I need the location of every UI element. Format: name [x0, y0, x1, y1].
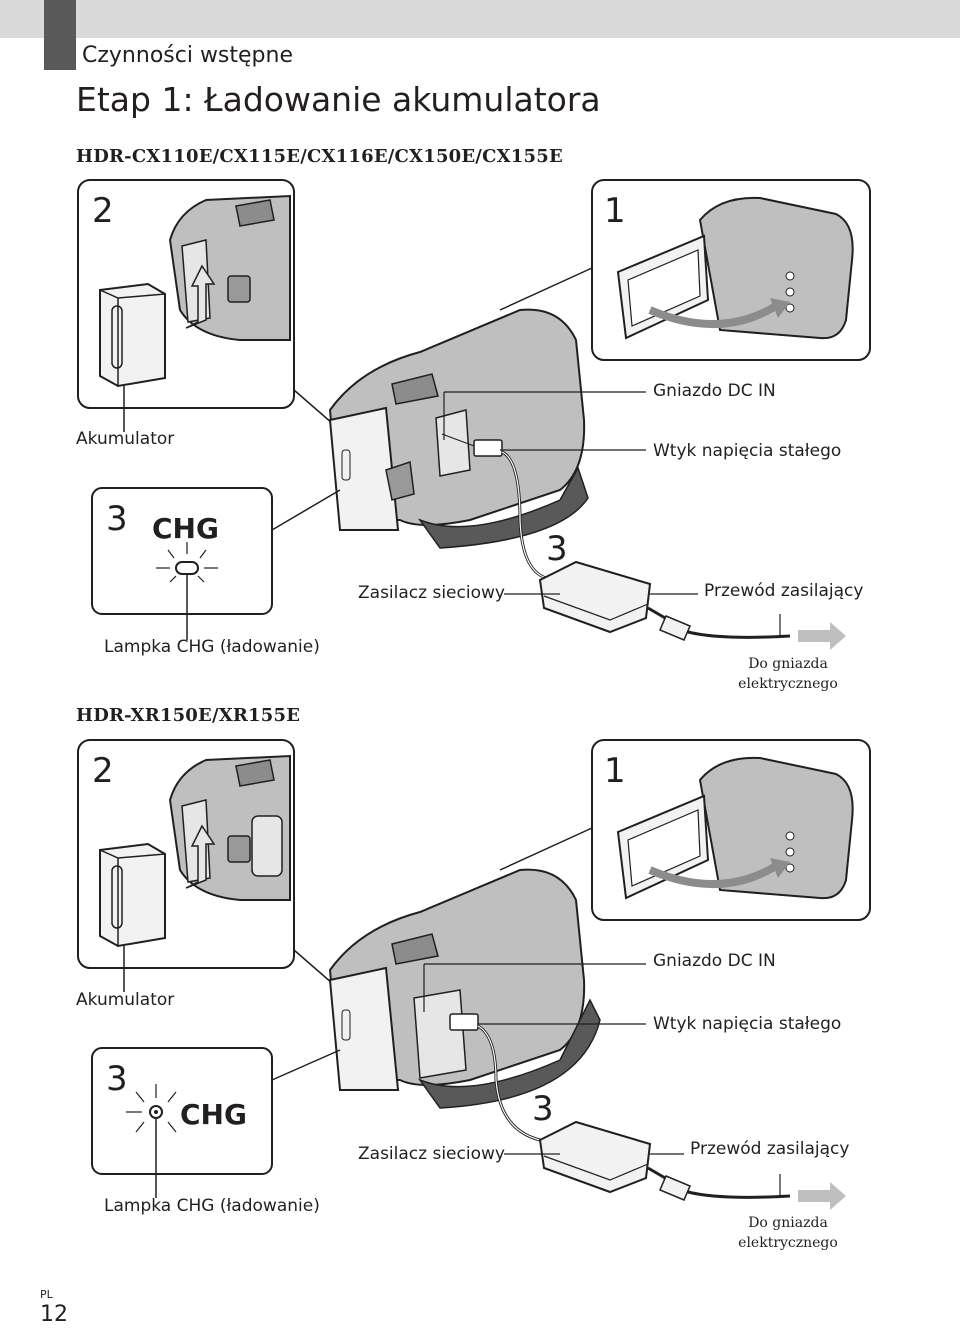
label-outlet-line2: elektrycznego	[738, 676, 838, 692]
label-outlet-line1: Do gniazda	[748, 656, 828, 672]
outlet-arrow-icon-b	[798, 1182, 846, 1210]
label-chg-lamp-b: Lampka CHG (ładowanie)	[104, 1196, 320, 1216]
label-dc-in-b: Gniazdo DC IN	[653, 951, 776, 971]
label-battery-b: Akumulator	[76, 990, 175, 1010]
camcorder-side-icon	[168, 194, 291, 341]
callout-box-chg	[91, 487, 273, 615]
step-number-1: 1	[604, 191, 626, 231]
chg-text: CHG	[152, 512, 219, 545]
camcorder-side-icon-b	[168, 754, 291, 901]
leader-callout1	[499, 267, 593, 311]
label-outlet-b-line2: elektrycznego	[738, 1235, 838, 1251]
ac-adapter-icon	[538, 560, 652, 634]
section-title: Czynności wstępne	[82, 43, 293, 68]
label-adapter-b: Zasilacz sieciowy	[358, 1144, 505, 1164]
label-cord: Przewód zasilający	[704, 581, 864, 601]
camcorder-main-icon	[328, 308, 589, 549]
camcorder-open-lcd-icon	[616, 196, 854, 340]
label-battery: Akumulator	[76, 429, 175, 449]
model-heading-b: HDR-XR150E/XR155E	[76, 705, 301, 726]
mains-plug-icon	[659, 615, 691, 641]
step-number-3-chg-b: 3	[106, 1059, 128, 1099]
leader-callout3	[271, 489, 341, 531]
dc-plug-icon	[473, 439, 503, 457]
page-title: Etap 1: Ładowanie akumulatora	[76, 80, 601, 119]
label-dc-plug: Wtyk napięcia stałego	[653, 441, 842, 461]
insert-arrow-icon	[185, 264, 216, 329]
camcorder-main-icon-b	[328, 868, 601, 1109]
label-outlet-b-line1: Do gniazda	[748, 1215, 828, 1231]
label-adapter: Zasilacz sieciowy	[358, 583, 505, 603]
chg-text-b: CHG	[180, 1098, 247, 1131]
dc-plug-icon-b	[449, 1013, 479, 1031]
section-marker	[44, 38, 76, 70]
step-number-2: 2	[92, 191, 114, 231]
label-outlet: Do gniazda elektrycznego	[732, 654, 844, 694]
label-cord-b: Przewód zasilający	[690, 1139, 850, 1159]
top-bar	[0, 0, 960, 38]
label-dc-in: Gniazdo DC IN	[653, 381, 776, 401]
step-number-3-adapter: 3	[546, 529, 568, 569]
label-outlet-b: Do gniazda elektrycznego	[732, 1213, 844, 1253]
mains-plug-icon-b	[659, 1175, 691, 1201]
outlet-arrow-icon	[798, 622, 846, 650]
battery-icon	[99, 282, 166, 388]
callout-box-chg-b	[91, 1047, 273, 1175]
page-number: 12	[40, 1302, 68, 1327]
step-number-3-chg: 3	[106, 499, 128, 539]
chg-lamp-icon-b	[126, 1084, 177, 1133]
language-code: PL	[40, 1288, 53, 1301]
step-number-3-adapter-b: 3	[532, 1089, 554, 1129]
step-number-1-b: 1	[604, 751, 626, 791]
insert-arrow-icon-b	[185, 824, 216, 889]
battery-icon-b	[99, 842, 166, 948]
label-chg-lamp: Lampka CHG (ładowanie)	[104, 637, 320, 657]
step-number-2-b: 2	[92, 751, 114, 791]
model-heading-a: HDR-CX110E/CX115E/CX116E/CX150E/CX155E	[76, 146, 563, 167]
ac-adapter-icon-b	[538, 1120, 652, 1194]
camcorder-open-lcd-icon-b	[616, 756, 854, 900]
label-dc-plug-b: Wtyk napięcia stałego	[653, 1014, 842, 1034]
top-bar-marker	[44, 0, 76, 38]
